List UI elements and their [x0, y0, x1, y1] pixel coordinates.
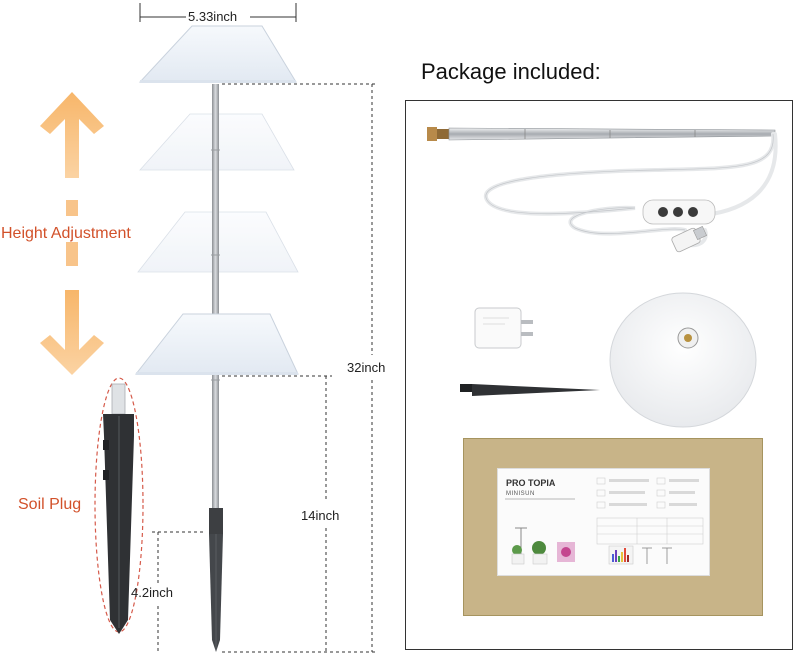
stake-height-dimension	[222, 375, 332, 652]
down-arrow-icon	[40, 290, 104, 375]
lamp-shade-top	[138, 25, 297, 83]
ground-stake	[209, 508, 223, 652]
usb-cable-outline	[485, 133, 774, 234]
arrow-dash	[66, 242, 78, 266]
telescopic-pole	[212, 84, 219, 514]
package-title: Package included:	[421, 59, 601, 84]
lamp-shade-lower	[134, 313, 299, 375]
plant-pot-icon	[532, 541, 548, 565]
total-height-dimension	[222, 83, 378, 653]
product-box-label	[497, 468, 710, 576]
small-stake	[460, 384, 600, 396]
plug-height-dimension	[152, 531, 206, 652]
soil-plug-label: Soil Plug	[18, 496, 82, 513]
brand-name: PRO TOPIA	[506, 478, 555, 488]
top-width-dimension	[139, 3, 297, 22]
arrow-dash	[66, 200, 78, 216]
product-name: MINISUN	[506, 491, 535, 497]
package-items	[427, 127, 778, 428]
power-adapter	[474, 307, 533, 349]
usb-plug-icon	[671, 225, 708, 253]
up-arrow-icon	[40, 92, 104, 178]
usb-cable	[483, 132, 778, 248]
top-width-label: 5.33inch	[188, 9, 238, 24]
height-adjustment-label: Height Adjustment	[1, 225, 131, 242]
total-height-label: 32inch	[347, 360, 386, 375]
stake-height-label: 14inch	[301, 508, 340, 523]
remote-switch	[642, 199, 716, 225]
spectrum-bars	[612, 548, 629, 562]
plant-pot-icon	[511, 527, 527, 565]
box-label-graphics	[505, 477, 704, 565]
plug-height-label: 4.2inch	[131, 585, 173, 600]
brand-right: TOPIA	[528, 478, 556, 488]
brand-left: PRO	[506, 478, 526, 488]
lamp-outline-icon	[642, 547, 672, 564]
lamp-disc	[609, 292, 757, 428]
soil-plug-closeup	[94, 377, 144, 634]
telescopic-rod	[427, 127, 776, 141]
lamp-diagram	[40, 3, 378, 653]
